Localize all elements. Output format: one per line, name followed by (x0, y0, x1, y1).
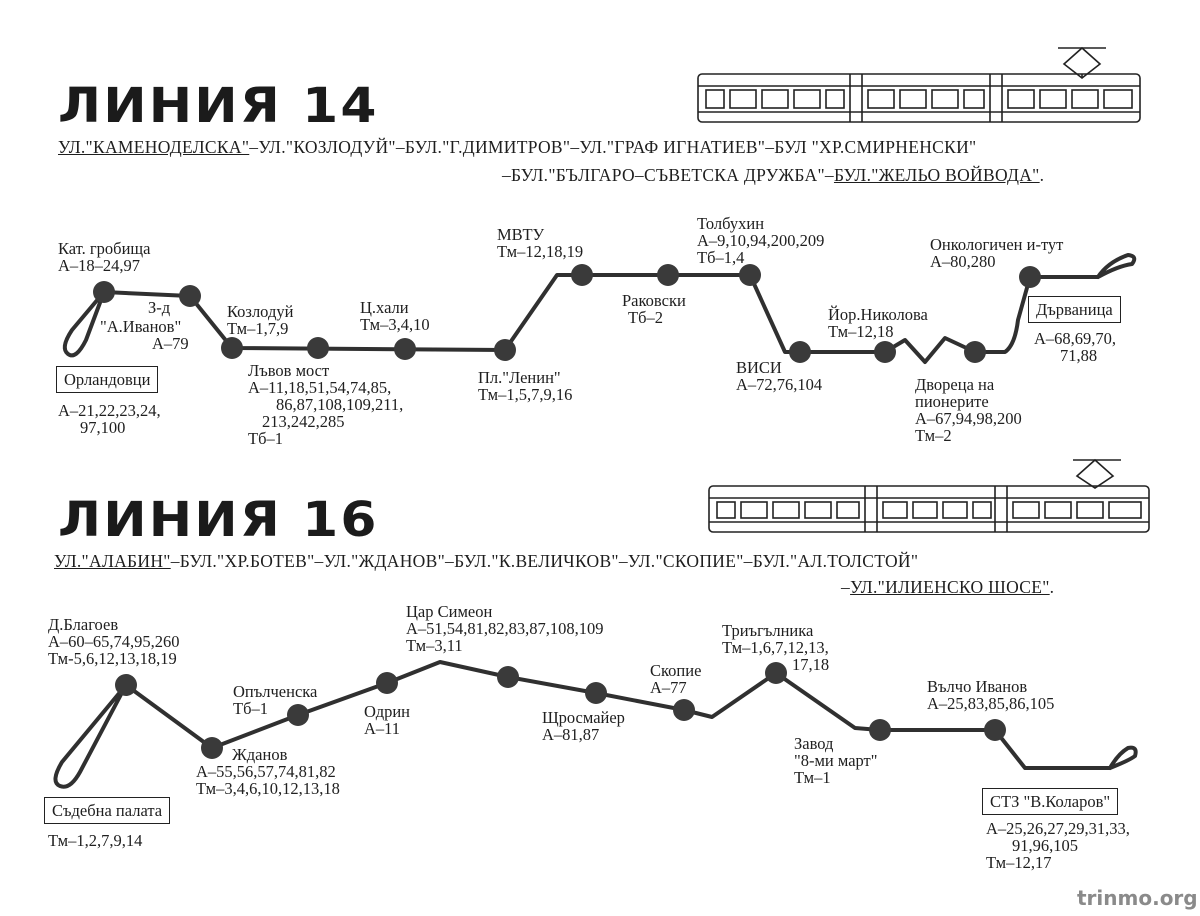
stop-dot (201, 737, 223, 759)
stop-dot (376, 672, 398, 694)
stop-dot (497, 666, 519, 688)
stop-tsar-simeon: Цар Симеон А–51,54,81,82,83,87,108,109 Т… (406, 602, 604, 655)
street-iliensko-shose: УЛ."ИЛИЕНСКО ШОСЕ" (850, 577, 1050, 597)
stop-darvenitsa-lines: А–68,69,70, 71,88 (1034, 329, 1117, 365)
stop-tolbuhin: Толбухин А–9,10,94,200,209 Тб–1,4 (697, 214, 825, 267)
stop-dot (964, 341, 986, 363)
stop-dot (179, 285, 201, 307)
stop-rakovski: Раковски Тб–2 (622, 291, 686, 327)
terminal-orlandovtsi: Орландовци (56, 366, 159, 393)
stop-dot (739, 264, 761, 286)
terminal-stz-v-kolarov: СТЗ "В.Коларов" (982, 788, 1119, 815)
stop-dot (673, 699, 695, 721)
stop-dot (93, 281, 115, 303)
line14-streets-row2: –БУЛ."БЪЛГАРО–СЪВЕТСКА ДРУЖБА"–БУЛ."ЖЕЛЬ… (502, 165, 1045, 185)
stop-dot (1019, 266, 1041, 288)
stop-pl-lenin: Пл."Ленин" Тм–1,5,7,9,16 (478, 368, 573, 404)
stop-dot (789, 341, 811, 363)
stop-dot (765, 662, 787, 684)
line14-title: ЛИНИЯ 14 (58, 78, 379, 134)
stop-dot (287, 704, 309, 726)
line14-streets-row1: УЛ."КАМЕНОДЕЛСКА"–УЛ."КОЗЛОДУЙ"–БУЛ."Г.Д… (58, 137, 977, 158)
stop-kat-grobishta: Кат. гробища А–18–24,97 (58, 239, 151, 275)
line16-title: ЛИНИЯ 16 (58, 492, 379, 548)
stop-ts-hali: Ц.хали Тм–3,4,10 (360, 298, 430, 334)
stop-shtrosmayer: Щросмайер А–81,87 (542, 708, 625, 744)
terminal-sadebna-palata: Съдебна палата (44, 797, 171, 824)
street-list: –УЛ."КОЗЛОДУЙ"–БУЛ."Г.ДИМИТРОВ"–УЛ."ГРАФ… (249, 137, 977, 157)
stop-kozloduy: Козлодуй Тм–1,7,9 (227, 302, 294, 338)
stop-dot (869, 719, 891, 741)
street-kamenodelska: УЛ."КАМЕНОДЕЛСКА" (58, 137, 250, 157)
tram-icon (708, 458, 1150, 533)
stop-d-blagoev: Д.Благоев А–60–65,74,95,260 Тм-5,6,12,13… (48, 615, 180, 668)
street-list: –БУЛ."БЪЛГАРО–СЪВЕТСКА ДРУЖБА"– (502, 165, 834, 185)
stop-orlandovtsi-lines: А–21,22,23,24, 97,100 (58, 401, 161, 437)
stop-mvtu: МВТУ Тм–12,18,19 (497, 225, 584, 261)
stop-opalchenska: Опълченска Тб–1 (233, 682, 318, 718)
stop-dot (115, 674, 137, 696)
watermark-credit: trinmo.org (1077, 886, 1198, 910)
stop-triagalnika: Триъгълника Тм–1,6,7,12,13, 17,18 (722, 621, 830, 674)
stop-sadebna-lines: Тм–1,2,7,9,14 (48, 831, 143, 850)
stop-onkologichen: Онкологичен и-тут А–80,280 (930, 235, 1064, 271)
stop-zhdanov: Жданов А–55,56,57,74,81,82 Тм–3,4,6,10,1… (196, 745, 340, 798)
street-alabin: УЛ."АЛАБИН" (54, 551, 171, 571)
stop-dot (657, 264, 679, 286)
stop-dvoretsa: Двореца на пионерите А–67,94,98,200 Тм–2 (915, 375, 1022, 445)
stop-yor-nikolova: Йор.Николова Тм–12,18 (828, 305, 928, 341)
line16-streets-row1: УЛ."АЛАБИН"–БУЛ."ХР.БОТЕВ"–УЛ."ЖДАНОВ"–Б… (54, 551, 918, 572)
terminal-darvenitsa: Дърваница (1028, 296, 1121, 323)
stop-zavod-8-mi-mart: Завод "8-ми март" Тм–1 (794, 734, 878, 787)
tram-icon (697, 46, 1141, 123)
stop-dot (571, 264, 593, 286)
stop-dot (307, 337, 329, 359)
stop-lvov-most: Лъвов мост А–11,18,51,54,74,85, 86,87,10… (248, 361, 404, 448)
stop-visi: ВИСИ А–72,76,104 (736, 358, 823, 394)
stop-z-d-ivanov: "А.Иванов" А–79 (100, 317, 189, 353)
stop-dot (874, 341, 896, 363)
stop-z-d: З-д (148, 298, 171, 317)
stop-dot (585, 682, 607, 704)
street-zhelyo-voyvoda: БУЛ."ЖЕЛЬО ВОЙВОДА" (833, 165, 1040, 185)
stop-odrin: Одрин А–11 (364, 702, 411, 738)
line16-streets-row2: –УЛ."ИЛИЕНСКО ШОСЕ". (841, 577, 1055, 597)
stop-stz-lines: А–25,26,27,29,31,33, 91,96,105 Тм–12,17 (986, 819, 1130, 872)
stop-dot (394, 338, 416, 360)
stop-skopie: Скопие А–77 (650, 661, 702, 697)
stop-dot (984, 719, 1006, 741)
stop-dot (494, 339, 516, 361)
street-list: –БУЛ."ХР.БОТЕВ"–УЛ."ЖДАНОВ"–БУЛ."К.ВЕЛИЧ… (170, 551, 919, 571)
stop-valcho-ivanov: Вълчо Иванов А–25,83,85,86,105 (927, 677, 1055, 713)
stop-dot (221, 337, 243, 359)
